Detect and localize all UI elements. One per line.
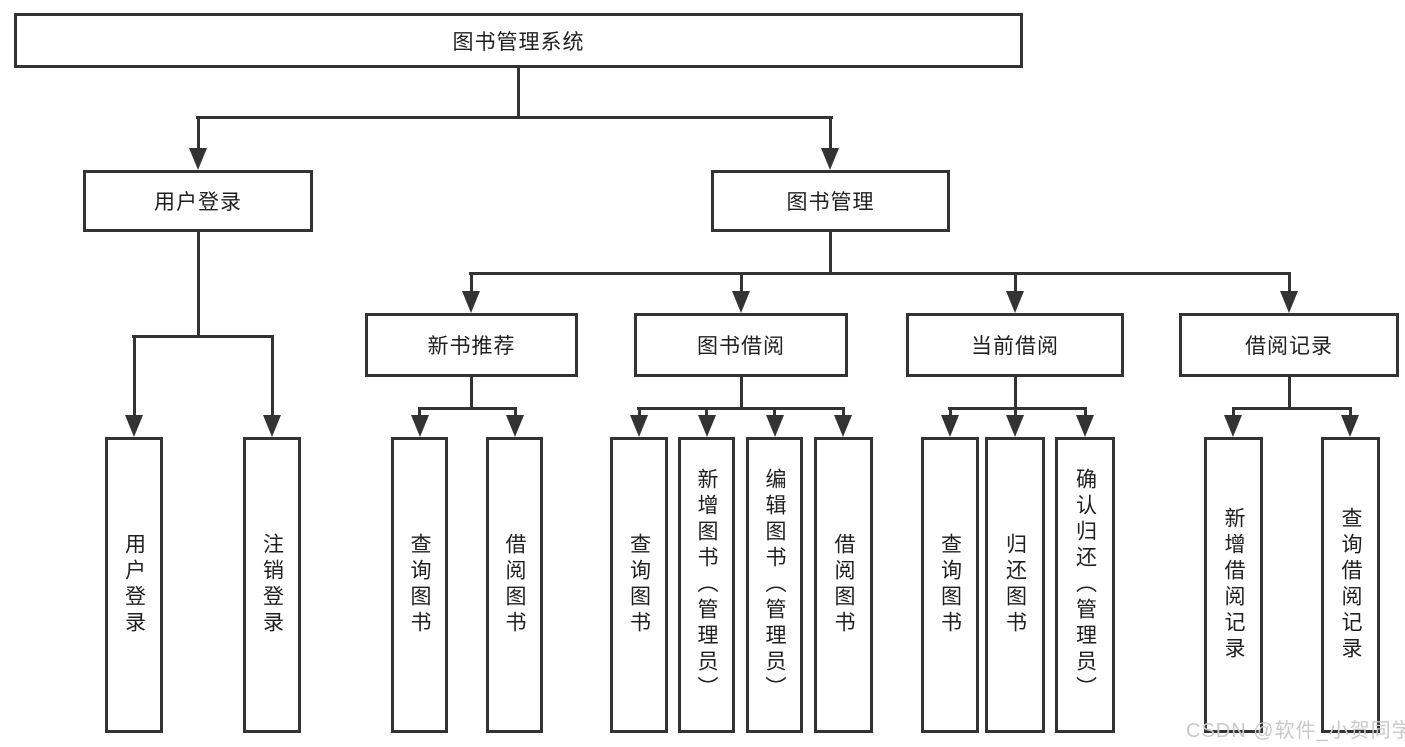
leaf-recommend-query-books: 查询图书 xyxy=(391,437,448,733)
arrowhead xyxy=(189,148,207,170)
leaf-recommend-borrow-books-label: 借阅图书 xyxy=(503,533,526,637)
connector-line xyxy=(469,272,1291,275)
connector-line xyxy=(517,68,520,118)
arrowhead xyxy=(1006,415,1024,437)
connector-line xyxy=(1232,407,1352,410)
arrowhead xyxy=(263,415,281,437)
node-user-login: 用户登录 xyxy=(83,170,313,232)
arrowhead xyxy=(1006,291,1024,313)
connector-line xyxy=(470,377,473,409)
connector-line xyxy=(773,409,776,419)
arrowhead xyxy=(698,415,716,437)
leaf-current-query-books: 查询图书 xyxy=(921,437,979,733)
node-current-borrow: 当前借阅 xyxy=(906,313,1124,377)
leaf-return-books-label: 归还图书 xyxy=(1003,533,1027,637)
arrowhead xyxy=(125,415,143,437)
leaf-borrow-query-books: 查询图书 xyxy=(610,437,668,733)
arrowhead xyxy=(834,415,852,437)
connector-line xyxy=(829,118,832,150)
node-book-management: 图书管理 xyxy=(711,170,950,232)
leaf-user-login-label: 用户登录 xyxy=(122,533,146,637)
leaf-edit-books-admin: 编辑图书（管理员） xyxy=(746,437,803,733)
node-book-borrow: 图书借阅 xyxy=(634,313,848,377)
leaf-confirm-return-admin: 确认归还（管理员） xyxy=(1055,437,1115,733)
leaf-borrow-query-books-label: 查询图书 xyxy=(627,533,651,637)
connector-line xyxy=(1014,377,1017,409)
arrowhead xyxy=(506,415,524,437)
node-new-book-recommend: 新书推荐 xyxy=(365,313,578,377)
leaf-recommend-borrow-books: 借阅图书 xyxy=(486,437,543,733)
arrowhead xyxy=(462,291,480,313)
connector-line xyxy=(740,377,743,409)
leaf-current-query-books-label: 查询图书 xyxy=(938,533,962,637)
connector-line xyxy=(133,336,136,418)
arrowhead xyxy=(411,415,429,437)
connector-line xyxy=(949,409,952,419)
connector-line xyxy=(514,409,517,419)
arrowhead xyxy=(1076,415,1094,437)
leaf-confirm-return-admin-label: 确认归还（管理员） xyxy=(1073,468,1097,702)
csdn-watermark: CSDN @软件_小贺同学 xyxy=(1186,720,1405,742)
leaf-add-books-admin-label: 新增图书（管理员） xyxy=(695,468,718,702)
connector-line xyxy=(637,407,845,410)
connector-line xyxy=(1288,377,1291,409)
leaf-borrow-books: 借阅图书 xyxy=(814,437,873,733)
connector-line xyxy=(197,232,200,337)
connector-line xyxy=(705,409,708,419)
leaf-edit-books-admin-label: 编辑图书（管理员） xyxy=(763,468,786,702)
connector-line xyxy=(197,118,200,150)
leaf-add-books-admin: 新增图书（管理员） xyxy=(678,437,735,733)
leaf-user-login: 用户登录 xyxy=(105,437,163,733)
arrowhead xyxy=(732,291,750,313)
leaf-add-borrow-record-label: 新增借阅记录 xyxy=(1222,507,1245,663)
node-root: 图书管理系统 xyxy=(14,13,1023,68)
leaf-add-borrow-record: 新增借阅记录 xyxy=(1204,437,1263,733)
connector-line xyxy=(638,409,641,419)
arrowhead xyxy=(1341,415,1359,437)
connector-line xyxy=(418,407,517,410)
arrowhead xyxy=(1224,415,1242,437)
arrowhead xyxy=(821,148,839,170)
connector-line xyxy=(196,116,833,119)
node-borrow-records: 借阅记录 xyxy=(1179,313,1399,377)
arrowhead xyxy=(1280,291,1298,313)
connector-line xyxy=(829,232,832,274)
leaf-query-borrow-record-label: 查询借阅记录 xyxy=(1339,507,1362,663)
leaf-recommend-query-books-label: 查询图书 xyxy=(408,533,431,637)
arrowhead xyxy=(941,415,959,437)
connector-line xyxy=(1014,274,1017,294)
leaf-logout: 注销登录 xyxy=(243,437,301,733)
connector-line xyxy=(948,407,1087,410)
connector-line xyxy=(740,274,743,294)
connector-line xyxy=(470,274,473,294)
arrowhead xyxy=(630,415,648,437)
connector-line xyxy=(1349,409,1352,419)
connector-line xyxy=(418,409,421,419)
leaf-logout-label: 注销登录 xyxy=(260,533,284,637)
leaf-borrow-books-label: 借阅图书 xyxy=(832,533,855,637)
connector-line xyxy=(132,335,274,338)
arrowhead xyxy=(766,415,784,437)
connector-line xyxy=(1232,409,1235,419)
connector-line xyxy=(1014,409,1017,419)
connector-line xyxy=(842,409,845,419)
connector-line xyxy=(271,336,274,418)
connector-line xyxy=(1084,409,1087,419)
connector-line xyxy=(1288,274,1291,294)
leaf-query-borrow-record: 查询借阅记录 xyxy=(1321,437,1380,733)
leaf-return-books: 归还图书 xyxy=(985,437,1045,733)
